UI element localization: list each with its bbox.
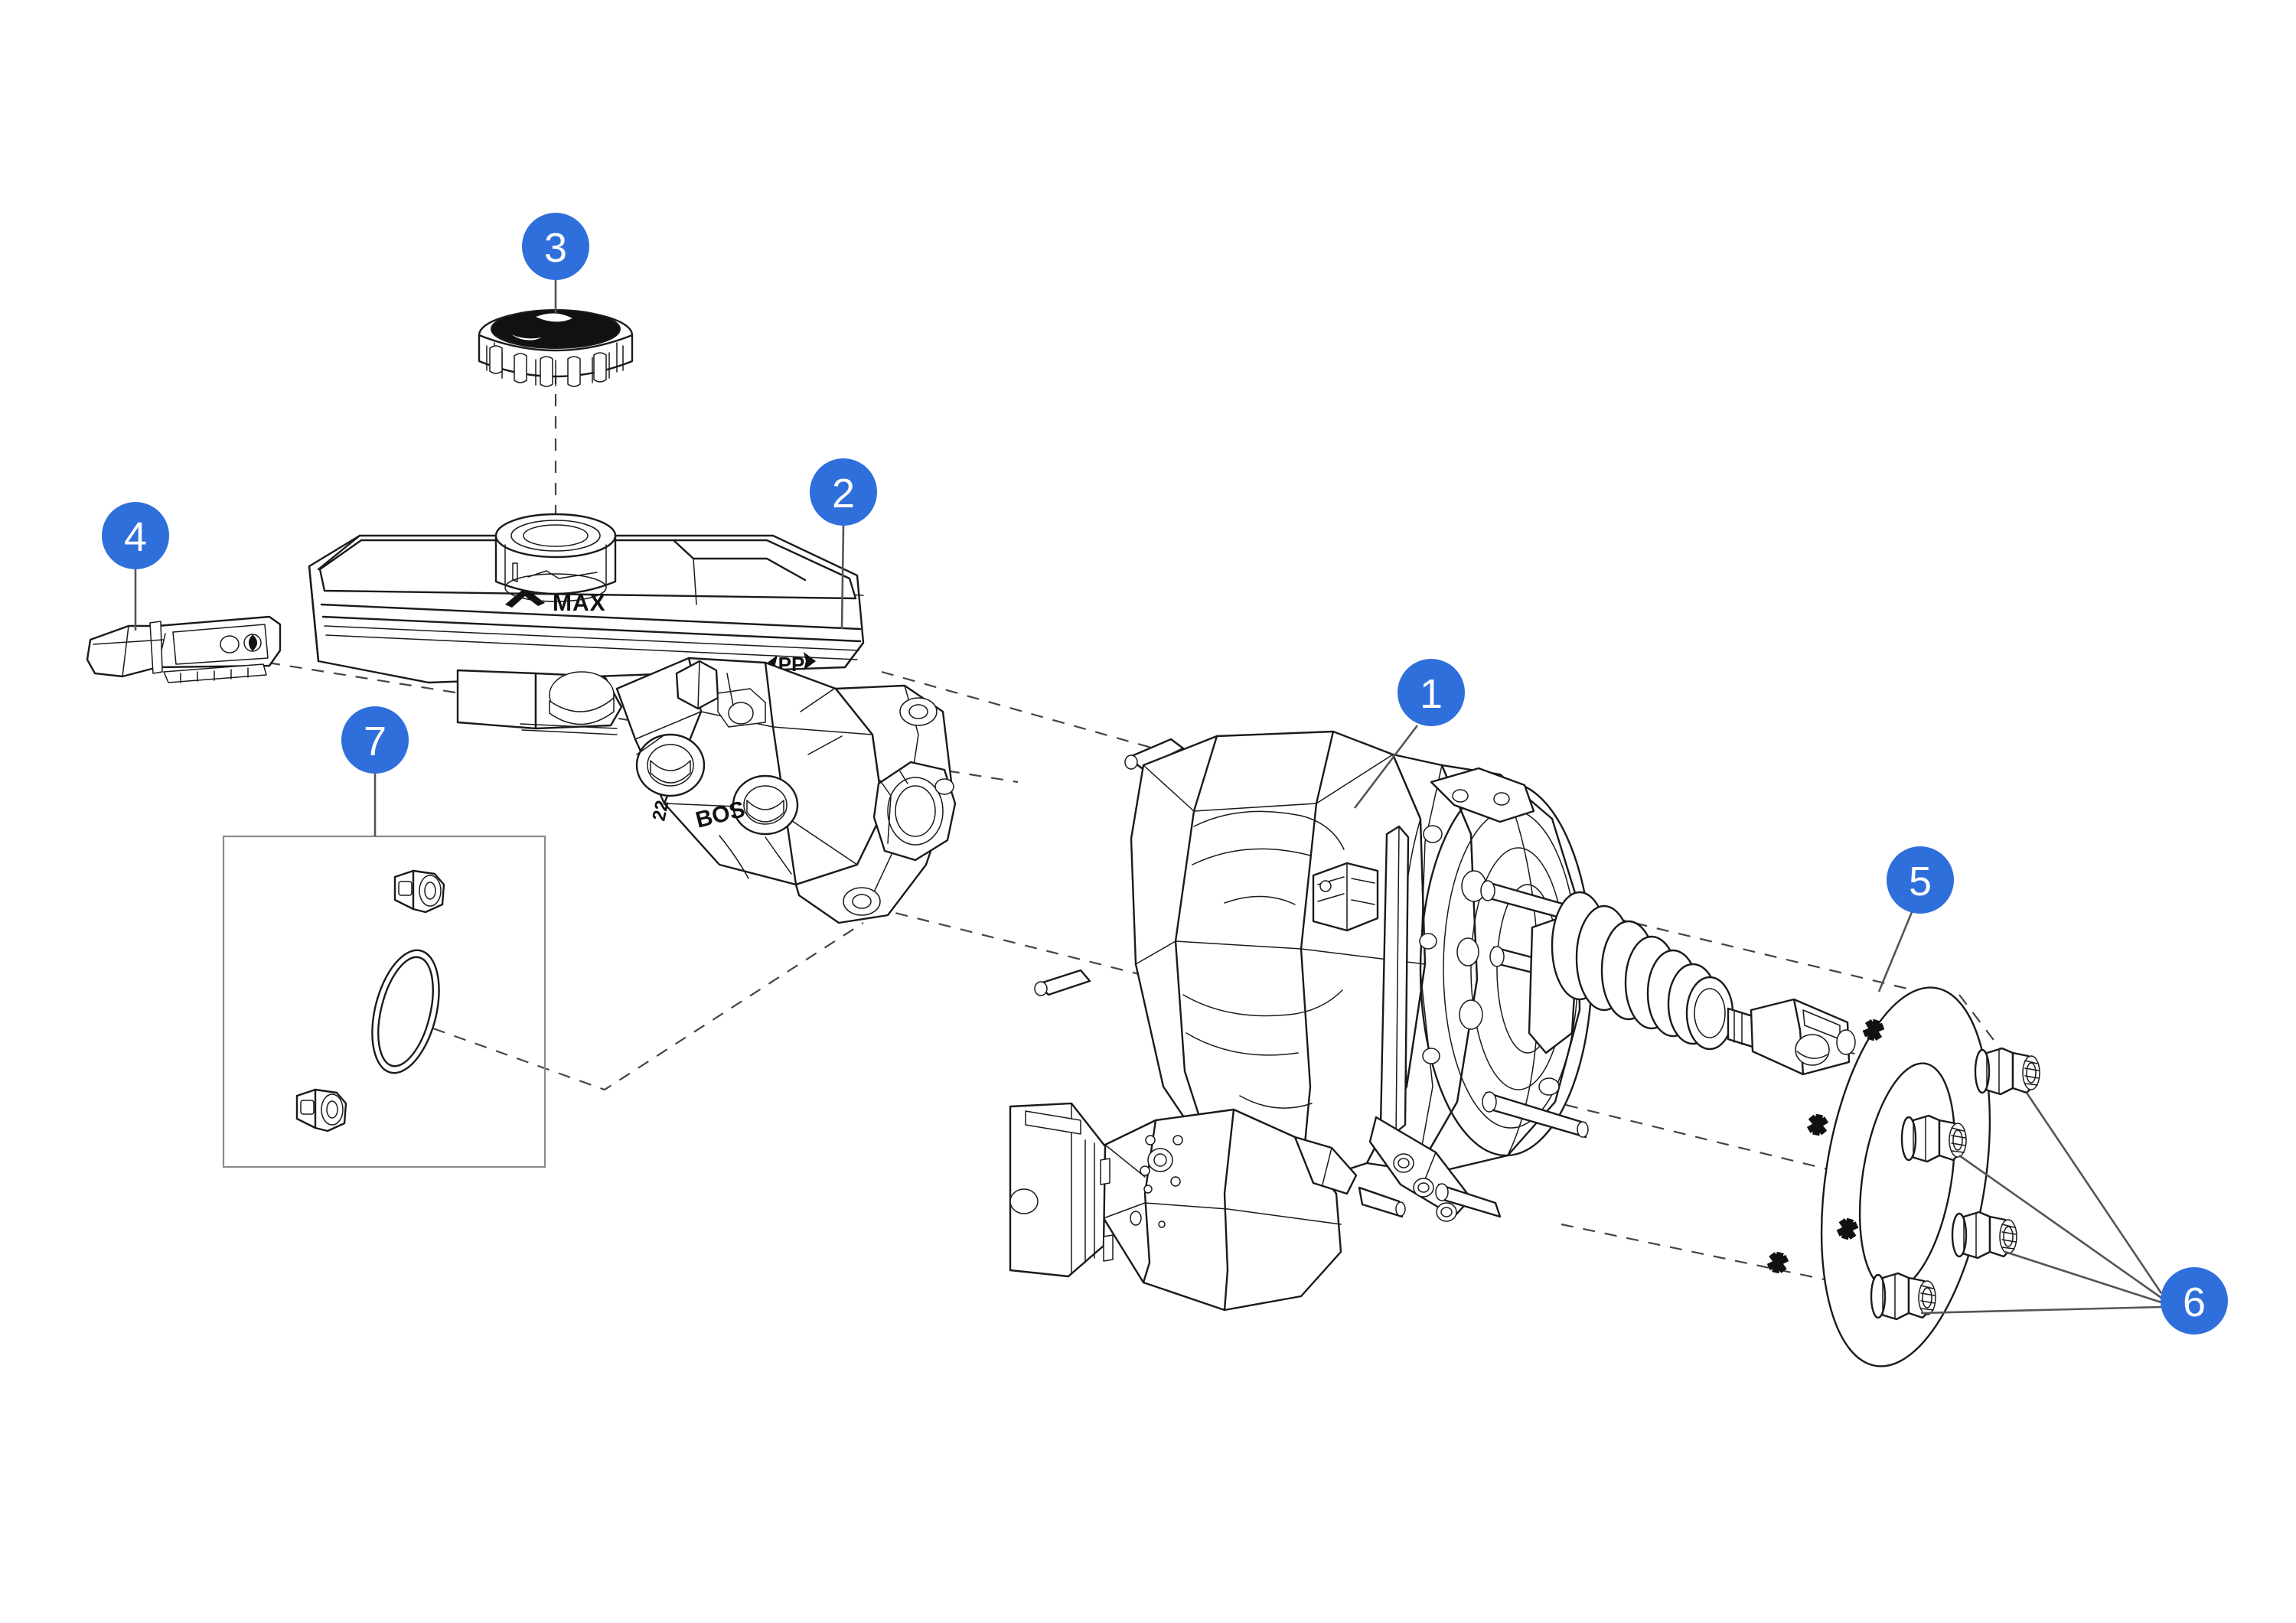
axis-booster-to-gasket-bottom: [1561, 1223, 1891, 1295]
callout-6-number: 6: [2183, 1279, 2206, 1325]
leader-1: [1353, 725, 1419, 809]
leader-5: [1877, 911, 1913, 992]
callout-1-number: 1: [1420, 671, 1443, 717]
leader-2: [840, 525, 845, 630]
part-brake-booster[interactable]: [1009, 730, 1856, 1312]
callout-5-number: 5: [1909, 859, 1932, 904]
flange-nut-4: [1870, 1272, 1936, 1321]
callout-2-number: 2: [832, 471, 855, 517]
flange-nut-3: [1951, 1211, 2017, 1260]
svg-text:22: 22: [648, 799, 673, 823]
booster-lower-canister: [1009, 1102, 1406, 1312]
leader-6d: [1920, 1305, 2162, 1315]
callout-leader-lines: [134, 280, 2163, 1315]
part-fluid-level-sensor[interactable]: [86, 615, 282, 683]
callout-6[interactable]: 6: [2161, 1267, 2228, 1335]
callout-5[interactable]: 5: [1887, 846, 1954, 914]
master-cylinder-flange: [794, 684, 957, 924]
callout-1[interactable]: 1: [1397, 659, 1465, 726]
callout-3[interactable]: 3: [522, 213, 589, 280]
leader-6b: [1958, 1154, 2162, 1299]
kit-nut-upper: [393, 869, 445, 914]
flange-nut-1: [1974, 1047, 2040, 1096]
callout-4-number: 4: [124, 514, 147, 560]
callout-7[interactable]: 7: [341, 706, 409, 774]
cap-knurl-tabs: [489, 345, 607, 387]
kit-nut-lower: [295, 1088, 347, 1133]
booster-rear-studs: [1034, 738, 1185, 996]
reservoir-outlet-boss: [456, 669, 623, 735]
cap-top-highlights: [511, 313, 572, 341]
leader-6c: [2004, 1250, 2162, 1304]
part-reservoir-cap[interactable]: [478, 309, 634, 387]
booster-connector: [1312, 862, 1379, 932]
kit-box-frame: [222, 835, 546, 1168]
part-flange-nuts[interactable]: [1870, 1047, 2040, 1321]
kit-o-ring: [371, 949, 440, 1074]
callout-3-number: 3: [544, 225, 567, 271]
axis-booster-to-gasket-upper: [1570, 906, 1908, 990]
callout-7-number: 7: [364, 719, 386, 764]
callout-4[interactable]: 4: [102, 502, 169, 569]
gasket-stud-holes: [1766, 1018, 1885, 1274]
master-cylinder-body: 22 BOS: [615, 657, 885, 886]
reservoir-max-marking: MAX: [505, 588, 606, 616]
axis-cylinder-to-booster-lower: [830, 895, 1241, 1001]
sensor-pin-rows: [180, 667, 249, 683]
svg-text:MAX: MAX: [553, 591, 606, 616]
callout-bubbles[interactable]: 1 2 3 4 5 6 7: [102, 213, 2228, 1335]
flange-nut-2: [1900, 1114, 1967, 1163]
axis-oring-to-cylinder: [432, 922, 864, 1091]
part-master-cylinder-reservoir[interactable]: MAX PP: [308, 513, 957, 924]
leader-6a: [2025, 1092, 2163, 1294]
reservoir-filler-neck: [494, 513, 617, 602]
booster-push-rod-boot: [1528, 891, 1856, 1076]
callout-2[interactable]: 2: [810, 458, 877, 526]
part-seal-and-nut-kit[interactable]: [222, 835, 546, 1168]
